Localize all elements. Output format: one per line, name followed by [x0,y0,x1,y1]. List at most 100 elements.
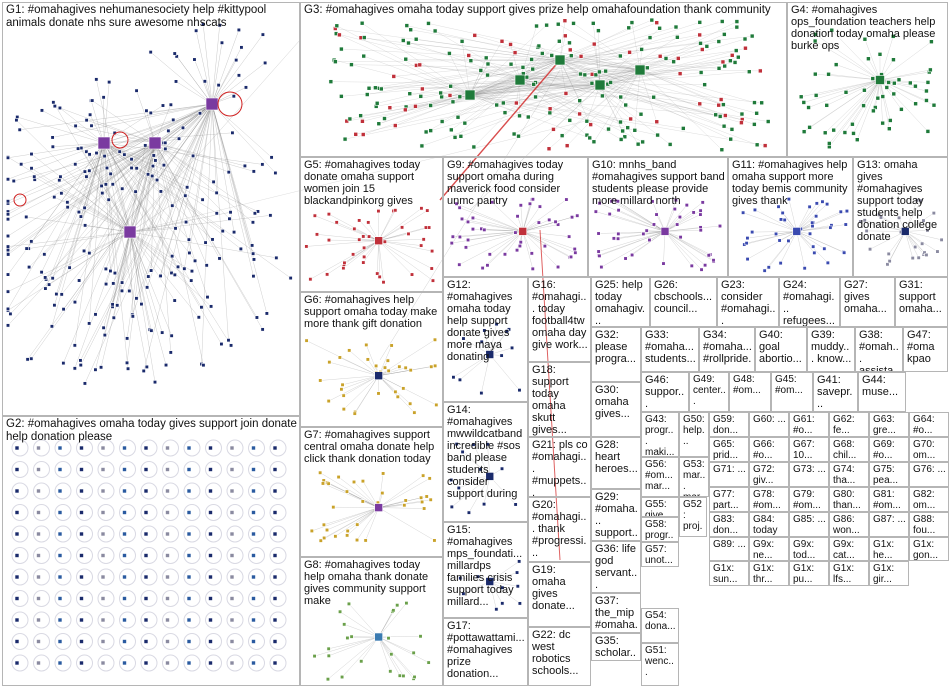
group-label: G9: #omahagives today support omaha duri… [447,159,585,207]
group-box-g8: G8: #omahagives today help omaha thank d… [300,557,443,686]
small-group-label: G83: don... [713,514,746,536]
group-label: G1: #omahagives nehumanesociety help #ki… [6,4,297,29]
small-group-box: G85: ... [789,512,829,537]
group-box-g35: G35: scholar... universi... [591,633,641,661]
group-box-g24: G24: #omahagi... refugees... [779,277,840,327]
small-group-box: G1x: sun... [709,561,749,586]
group-label: G8: #omahagives today help omaha thank d… [304,559,440,607]
small-group-label: G78: #om... [753,489,786,511]
group-box-g49: G49: center... [689,372,729,412]
group-box-g43: G43: progr... maki... [641,412,679,457]
group-label: G52: proj... pink... [683,499,704,537]
small-group-box: G1x: lfs... [829,561,869,586]
group-box-g22: G22: dc west robotics schools... [528,627,591,686]
group-box-g27: G27: gives omaha... [840,277,895,327]
small-group-box: G62: fe... [829,412,869,437]
group-box-g54: G54: dona... [641,608,679,643]
group-box-g56: G56: #om... mar... [641,457,679,497]
group-box-g44: G44: muse... [858,372,906,412]
group-label: G56: #om... mar... [645,459,676,492]
group-box-g25: G25: help today omahagiv... [591,277,650,327]
group-label: G23: consider #omahagi... [721,279,776,327]
group-label: G36: life god servant... [595,543,638,591]
group-label: G19: omaha gives donate... [532,564,588,612]
small-group-label: G77: part... [713,489,746,511]
small-group-label: G9x: tod... [793,539,826,561]
small-group-box: G79: #om... [789,487,829,512]
small-group-box: G60: ... [749,412,789,437]
group-label: G6: #omahagives help support omaha today… [304,294,440,330]
group-box-g31: G31: support omaha... [895,277,948,327]
group-label: G51: wenc... [645,645,676,678]
small-group-label: G82: om... [913,489,946,511]
group-label: G18: support today omaha skutt gives... [532,364,588,436]
group-label: G39: muddy... know... [811,329,852,365]
small-group-label: G80: than... [833,489,866,511]
small-group-label: G74: tha... [833,464,866,486]
small-group-box: G9x: ne... [749,537,789,562]
group-box-g18: G18: support today omaha skutt gives... [528,362,591,437]
small-group-label: G75: pea... [873,464,906,486]
group-label: G54: dona... [645,610,676,632]
group-label: G57: unot... [645,544,676,566]
group-box-g37: G37: the_mip #omaha... [591,593,641,633]
group-box-g17: G17: #pottawattami... #omahagives prize … [443,618,528,686]
group-label: G48: #om... [733,374,768,396]
group-label: G5: #omahagives today donate omaha suppo… [304,159,440,207]
small-group-box: G67: 10... [789,437,829,462]
small-group-label: G89: ... [713,539,746,550]
group-box-g48: G48: #om... [729,372,771,412]
small-group-label: G81: #om... [873,489,906,511]
small-group-box: G9x: tod... [789,537,829,562]
small-group-box: G81: #om... [869,487,909,512]
group-label: G46: suppor... [645,374,686,410]
small-group-box: G71: ... [709,462,749,487]
small-group-box: G1x: pu... [789,561,829,586]
small-group-box: G9x: cat... [829,537,869,562]
small-group-label: G61: #o... [793,414,826,436]
small-group-box: G82: om... [909,487,949,512]
small-group-box: G74: tha... [829,462,869,487]
group-label: G49: center... [693,374,726,407]
small-group-label: G1x: pu... [793,563,826,585]
group-box-g32: G32: please progra... [591,327,641,382]
small-group-box: G84: today hou... [749,512,789,537]
small-group-label: G68: chil... [833,439,866,461]
group-label: G26: cbschools... council... [654,279,714,315]
group-label: G3: #omahagives omaha today support give… [304,4,784,17]
group-box-g23: G23: consider #omahagi... [717,277,779,327]
small-group-label: G72: giv... [753,464,786,486]
group-label: G25: help today omahagiv... [595,279,647,327]
small-group-label: G60: ... [753,414,786,425]
small-group-box: G1x: gon... [909,537,949,562]
small-group-box: G75: pea... [869,462,909,487]
group-box-g9: G9: #omahagives today support omaha duri… [443,157,588,277]
group-label: G43: progr... maki... [645,414,676,457]
group-label: G22: dc west robotics schools... [532,629,588,677]
group-label: G50: help... [683,414,706,447]
group-label: G45: #om... [775,374,810,396]
group-label: G47: #oma kpao [907,329,945,365]
small-group-box: G64: #o... [909,412,949,437]
group-box-g30: G30: omaha gives... [591,382,641,437]
group-label: G29: #omaha... support... [595,491,638,541]
small-group-label: G9x: cat... [833,539,866,561]
group-box-g29: G29: #omaha... support... [591,489,641,541]
group-label: G32: please progra... [595,329,638,365]
small-group-box: G70: om... [909,437,949,462]
small-group-label: G73: ... [793,464,826,475]
small-group-label: G1x: gon... [913,539,946,561]
group-label: G27: gives omaha... [844,279,892,315]
small-group-box: G68: chil... [829,437,869,462]
group-label: G58: progr... [645,519,676,542]
group-label: G31: support omaha... [899,279,945,315]
small-group-label: G85: ... [793,514,826,525]
group-box-g36: G36: life god servant... [591,541,641,593]
group-box-g53: G53: mar... mar... [679,457,709,497]
small-group-label: G71: ... [713,464,746,475]
group-label: G16: #omahagi... today football4tw omaha… [532,279,588,351]
small-group-box: G87: ... [869,512,909,537]
group-box-g45: G45: #om... [771,372,813,412]
small-group-box: G78: #om... [749,487,789,512]
group-box-g3: G3: #omahagives omaha today support give… [300,2,787,157]
